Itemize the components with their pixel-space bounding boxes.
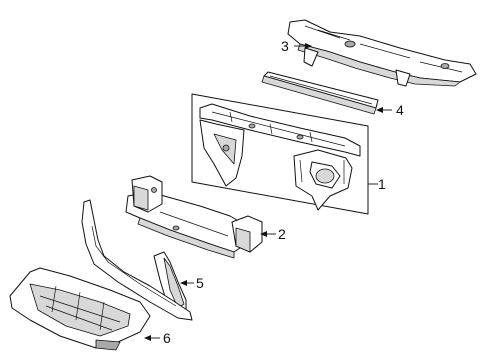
- part-3-upper-support: [287, 19, 477, 87]
- callout-3: 3: [281, 38, 312, 54]
- callout-1-label: 1: [378, 176, 386, 192]
- callout-4-label: 4: [396, 102, 404, 118]
- part-2-lower-support: [125, 175, 263, 259]
- part-5-deflector: [153, 251, 187, 317]
- callout-6-label: 6: [163, 330, 171, 346]
- callout-6: 6: [144, 330, 171, 346]
- part-6-splash-shield: [9, 267, 151, 351]
- callout-1: 1: [368, 176, 386, 192]
- callout-2: 2: [260, 226, 286, 242]
- callout-4: 4: [376, 102, 404, 118]
- part-4-seal-strip: [261, 71, 379, 115]
- part-1-radiator-support: [191, 93, 369, 215]
- callout-2-label: 2: [278, 226, 286, 242]
- lower-air-deflector-strip: [81, 199, 193, 321]
- callout-5-label: 5: [196, 275, 204, 291]
- callout-3-label: 3: [281, 38, 289, 54]
- callout-5: 5: [180, 275, 204, 291]
